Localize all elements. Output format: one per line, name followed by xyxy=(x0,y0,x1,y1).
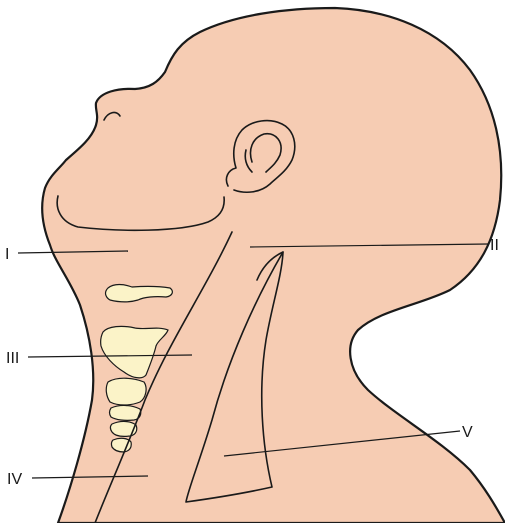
label-level-III: III xyxy=(6,350,19,367)
tracheal-ring-1 xyxy=(110,405,141,420)
label-level-I: I xyxy=(5,246,9,263)
label-level-V: V xyxy=(462,424,473,441)
label-level-II: II xyxy=(490,237,499,254)
label-level-IV: IV xyxy=(7,471,22,488)
cricoid-cartilage xyxy=(106,378,146,405)
